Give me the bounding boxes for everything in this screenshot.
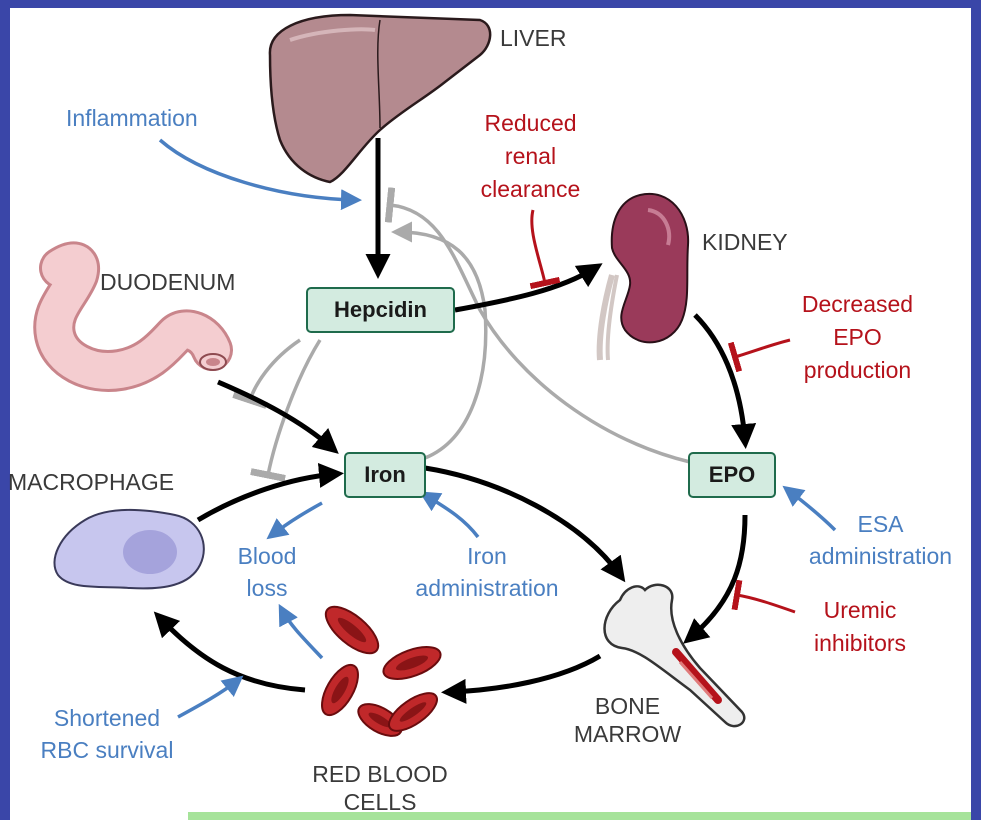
epo-inhibits-hepcidin bbox=[384, 187, 691, 464]
rbc-to-macrophage-arrow bbox=[153, 611, 306, 693]
reduced-renal-clearance-line-3: clearance bbox=[480, 176, 581, 202]
macrophage-to-iron-arrow bbox=[196, 462, 344, 523]
red-blood-cells-label: RED BLOOD CELLS bbox=[290, 760, 470, 816]
esa-administration-label: ESA administration bbox=[788, 508, 973, 572]
duodenum-label: DUODENUM bbox=[100, 269, 236, 295]
macrophage-label: MACROPHAGE bbox=[8, 469, 175, 495]
blood-loss-label: Blood loss bbox=[222, 540, 312, 604]
bottom-bar bbox=[188, 812, 971, 820]
modulator-arrows bbox=[158, 138, 837, 719]
red-blood-cells-line-2: CELLS bbox=[343, 789, 417, 815]
iron-label: Iron bbox=[364, 462, 406, 487]
uremic-inhibitors-line-1: Uremic bbox=[823, 597, 897, 623]
bone-marrow-illustration bbox=[603, 583, 746, 728]
blood-loss-line-2: loss bbox=[246, 575, 288, 601]
uremic-inhibitors-line-2: inhibitors bbox=[813, 630, 907, 656]
iron-administration-arrow bbox=[418, 491, 480, 539]
bone-marrow-line-2: MARROW bbox=[573, 721, 682, 747]
blood-loss-from-rbc-arrow bbox=[278, 603, 324, 660]
kidney-label: KIDNEY bbox=[702, 229, 788, 255]
inflammation-arrow bbox=[158, 138, 362, 211]
kidney-illustration bbox=[596, 192, 690, 361]
shortened-rbc-survival-arrow bbox=[177, 675, 244, 719]
reduced-renal-clearance-line-1: Reduced bbox=[484, 110, 577, 136]
feedback-lines bbox=[232, 187, 691, 482]
epo-box: EPO bbox=[688, 452, 776, 498]
epo-to-bone-marrow-arrow bbox=[683, 514, 748, 644]
diagram-background bbox=[10, 8, 971, 820]
shortened-rbc-survival-line-2: RBC survival bbox=[40, 737, 174, 763]
red-blood-cells-illustration bbox=[321, 605, 442, 737]
duodenum-illustration bbox=[33, 241, 233, 392]
blood-loss-line-1: Blood bbox=[237, 543, 297, 569]
decreased-epo-production-label: Decreased EPO production bbox=[780, 288, 935, 387]
liver-illustration bbox=[268, 13, 492, 184]
liver-label: LIVER bbox=[500, 25, 567, 51]
decreased-epo-production-line-3: production bbox=[803, 357, 912, 383]
bone-marrow-line-1: BONE bbox=[594, 693, 661, 719]
epo-label: EPO bbox=[708, 462, 756, 487]
decreased-epo-production-line-1: Decreased bbox=[801, 291, 914, 317]
iron-administration-line-1: Iron bbox=[467, 543, 507, 569]
shortened-rbc-survival-label: Shortened RBC survival bbox=[22, 702, 192, 766]
kidney-to-epo-arrow bbox=[693, 313, 757, 449]
iron-box: Iron bbox=[344, 452, 426, 498]
blood-loss-from-iron-arrow bbox=[266, 501, 323, 540]
decreased-epo-production-line-2: EPO bbox=[833, 324, 882, 350]
bone-marrow-to-rbc-arrow bbox=[441, 653, 602, 704]
reduced-renal-clearance-label: Reduced renal clearance bbox=[458, 107, 603, 206]
esa-administration-line-2: administration bbox=[808, 543, 953, 569]
hepcidin-to-kidney-arrow bbox=[454, 263, 603, 313]
uremic-inhibitor bbox=[731, 579, 796, 614]
decreased-epo-inhibitor bbox=[727, 338, 791, 373]
iron-to-bone-marrow-arrow bbox=[424, 465, 626, 583]
reduced-clearance-inhibitor bbox=[529, 209, 561, 290]
esa-administration-arrow bbox=[782, 485, 837, 532]
shortened-rbc-survival-line-1: Shortened bbox=[53, 705, 161, 731]
iron-administration-line-2: administration bbox=[415, 575, 559, 601]
duodenum-to-iron-arrow bbox=[217, 379, 339, 454]
bone-marrow-label: BONE MARROW bbox=[560, 692, 695, 748]
hepcidin-label: Hepcidin bbox=[334, 297, 427, 322]
iron-administration-label: Iron administration bbox=[392, 540, 582, 604]
uremic-inhibitors-label: Uremic inhibitors bbox=[790, 594, 930, 660]
esa-administration-line-1: ESA bbox=[857, 511, 904, 537]
red-blood-cells-line-1: RED BLOOD bbox=[312, 761, 448, 787]
hepcidin-inhibits-macrophage bbox=[250, 339, 322, 482]
main-pathway-arrows bbox=[153, 138, 757, 704]
inflammation-label: Inflammation bbox=[66, 105, 198, 131]
inhibitor-lines bbox=[529, 209, 796, 614]
reduced-renal-clearance-line-2: renal bbox=[504, 143, 557, 169]
macrophage-illustration bbox=[53, 509, 205, 590]
hepcidin-box: Hepcidin bbox=[306, 287, 455, 333]
